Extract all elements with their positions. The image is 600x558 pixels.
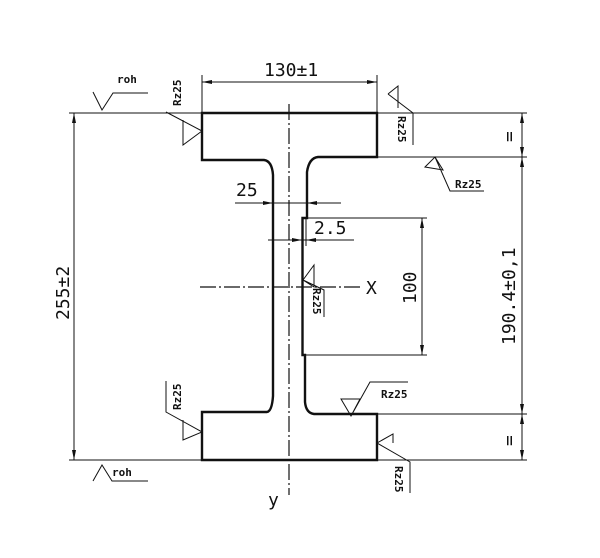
roh-label-bottom: roh: [112, 466, 132, 479]
dim-25-label: 25: [236, 180, 258, 201]
raw-surface-symbol-icon: [92, 464, 148, 482]
equal-mark-top: =: [499, 131, 520, 142]
dim-2-5-label: 2.5: [314, 218, 347, 239]
dim-190-label: 190.4±0,1: [499, 247, 520, 345]
dim-100-label: 100: [400, 271, 421, 304]
arrow-icon: [292, 238, 316, 242]
rz25-label: Rz25: [310, 288, 323, 315]
x-axis-label: X: [366, 278, 377, 299]
rz25-label: Rz25: [395, 116, 408, 143]
roh-label-top: roh: [117, 73, 137, 86]
raw-surface-symbol-icon: [92, 91, 148, 112]
beam-profile: [200, 111, 379, 462]
dim-255-label: 255±2: [53, 266, 74, 320]
rz25-label: Rz25: [392, 466, 405, 493]
equal-mark-bottom: =: [499, 435, 520, 446]
dim-130-label: 130±1: [264, 60, 318, 81]
rz25-label: Rz25: [171, 384, 184, 411]
y-axis-label: y: [268, 490, 279, 511]
rz25-label: Rz25: [381, 388, 408, 401]
arrow-icon: [520, 113, 524, 460]
rz25-label: Rz25: [455, 178, 482, 191]
roughness-symbol-icon: [165, 84, 484, 493]
rz25-label: Rz25: [171, 80, 184, 107]
